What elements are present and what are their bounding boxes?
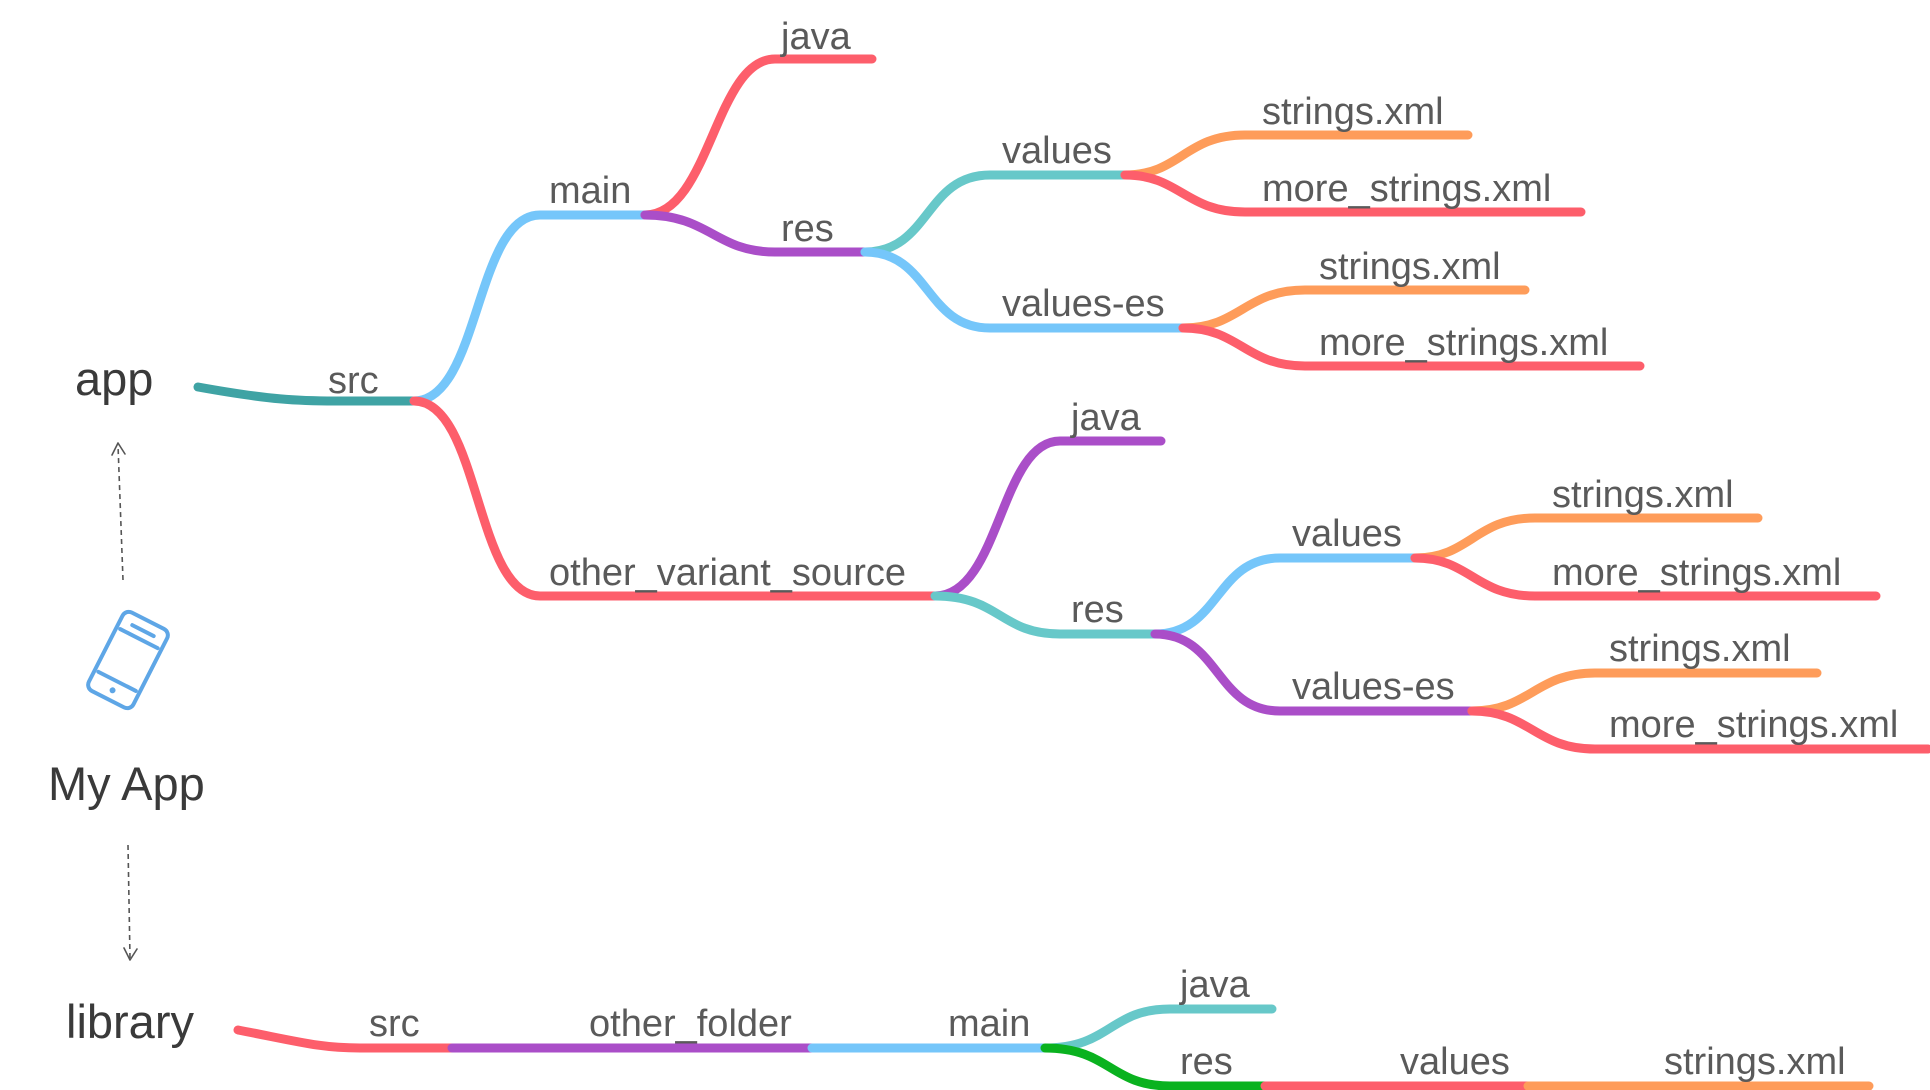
branch-app-variant (409, 396, 940, 601)
label-app-main-values: values (1002, 130, 1112, 172)
label-library-res: res (1180, 1041, 1233, 1083)
library-tree (233, 1004, 1874, 1090)
label-library-java: java (1179, 964, 1251, 1006)
branch-library-root (233, 1025, 457, 1053)
branch-app-main-java (640, 54, 877, 220)
label-app-main-values-es: values-es (1002, 283, 1165, 325)
label-app-variant-values-es-more: more_strings.xml (1609, 704, 1898, 746)
arrow-to-app (117, 444, 124, 581)
label-app-main-java: java (780, 16, 852, 58)
root-label-app: app (75, 352, 153, 405)
smartphone-icon (86, 609, 170, 711)
root-label-library: library (66, 995, 194, 1048)
label-app-main-values-strings: strings.xml (1262, 91, 1444, 133)
label-app-variant-values-es-strings: strings.xml (1609, 628, 1791, 670)
branch-app-main-values-more (1120, 170, 1586, 217)
label-library-main: main (948, 1003, 1030, 1045)
branch-app-root (193, 382, 419, 406)
label-app-main-values-es-strings: strings.xml (1319, 246, 1501, 288)
label-app-variant-java: java (1070, 397, 1142, 439)
label-app-variant: other_variant_source (549, 552, 906, 594)
label-library-other-folder: other_folder (589, 1003, 792, 1045)
label-app-main-values-more: more_strings.xml (1262, 168, 1551, 210)
label-app-main: main (549, 170, 631, 212)
branch-app-main-values (860, 170, 1130, 257)
arrow-to-library-head (123, 947, 138, 961)
label-app-variant-values-strings: strings.xml (1552, 474, 1734, 516)
label-library-strings: strings.xml (1664, 1041, 1846, 1083)
arrow-to-app-head (111, 442, 126, 456)
branch-app-main (409, 210, 650, 406)
app-tree (193, 54, 1930, 754)
label-app-variant-values-more: more_strings.xml (1552, 552, 1841, 594)
branch-app-variant-values-es-more (1467, 706, 1930, 754)
branch-app-main-values-es (860, 247, 1188, 333)
arrow-to-library (127, 844, 131, 959)
branch-app-variant-values (1150, 553, 1420, 639)
label-app-src: src (328, 360, 379, 402)
branch-app-main-res (640, 210, 870, 257)
label-app-variant-res: res (1071, 589, 1124, 631)
branch-app-main-values-es-more (1178, 323, 1645, 371)
branch-library-java (1040, 1004, 1277, 1053)
label-app-main-values-es-more: more_strings.xml (1319, 322, 1608, 364)
label-app-variant-values: values (1292, 513, 1402, 555)
label-app-main-res: res (781, 208, 834, 250)
root-label-my-app: My App (48, 757, 205, 810)
branch-app-variant-values-es (1150, 629, 1477, 716)
branch-app-variant-values-more (1410, 553, 1881, 601)
branch-app-variant-java (930, 436, 1166, 601)
label-library-src: src (369, 1003, 420, 1045)
label-app-variant-values-es: values-es (1292, 666, 1455, 708)
label-library-values: values (1400, 1041, 1510, 1083)
branch-app-variant-res (930, 591, 1160, 639)
branch-library-res (1040, 1043, 1270, 1090)
dependency-arrows (111, 442, 138, 961)
